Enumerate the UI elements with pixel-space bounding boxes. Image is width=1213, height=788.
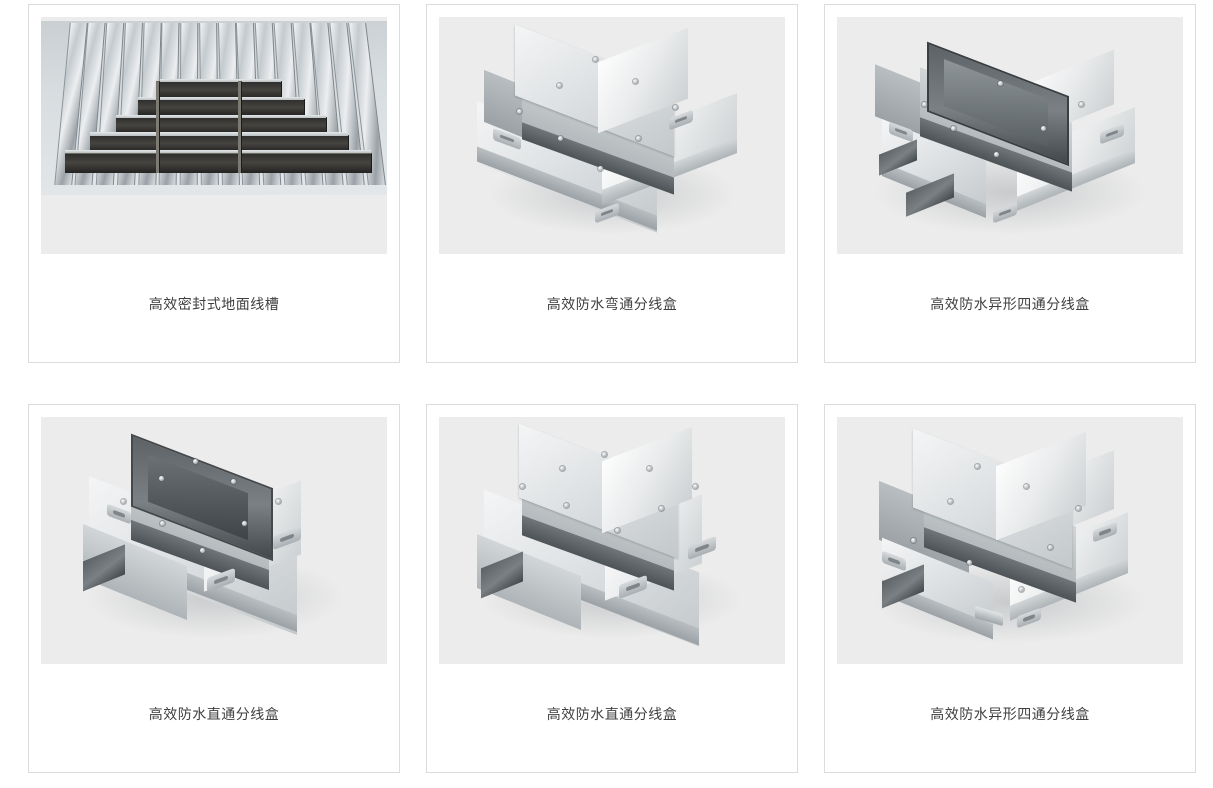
product-caption: 高效防水直通分线盒	[546, 706, 678, 723]
product-caption: 高效防水弯通分线盒	[546, 296, 678, 313]
product-image-1[interactable]	[41, 17, 387, 254]
straight-lid-box-render	[439, 417, 785, 664]
product-card[interactable]: 高效防水异形四通分线盒	[824, 4, 1196, 363]
product-image-6[interactable]	[837, 417, 1183, 664]
product-image-5[interactable]	[439, 417, 785, 664]
product-card[interactable]: 高效防水直通分线盒	[28, 404, 400, 773]
product-caption: 高效防水异形四通分线盒	[930, 296, 1090, 313]
straight-open-box-render	[41, 417, 387, 664]
four-way-lid-box-render	[837, 417, 1183, 664]
product-caption: 高效防水异形四通分线盒	[930, 706, 1090, 723]
product-card[interactable]: 高效防水弯通分线盒	[426, 4, 798, 363]
product-image-2[interactable]	[439, 17, 785, 254]
product-image-4[interactable]	[41, 417, 387, 664]
four-way-open-box-render	[837, 17, 1183, 254]
elbow-junction-box-render	[439, 17, 785, 254]
product-caption: 高效防水直通分线盒	[148, 706, 280, 723]
product-caption: 高效密封式地面线槽	[148, 296, 280, 313]
product-card[interactable]: 高效防水异形四通分线盒	[824, 404, 1196, 773]
product-image-3[interactable]	[837, 17, 1183, 254]
product-card[interactable]: 高效防水直通分线盒	[426, 404, 798, 773]
product-card[interactable]: 高效密封式地面线槽	[28, 4, 400, 363]
trunking-photo	[41, 21, 387, 195]
